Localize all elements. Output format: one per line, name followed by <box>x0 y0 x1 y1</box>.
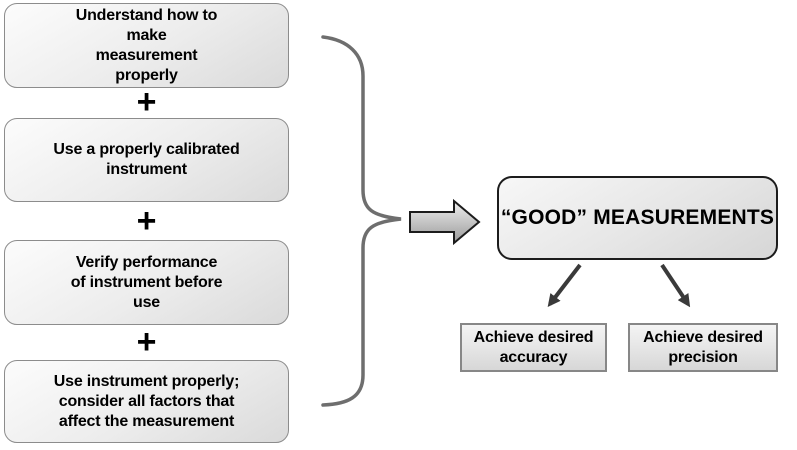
step-box-line: make <box>126 26 167 44</box>
step-box-line: use <box>133 293 160 311</box>
outcome-box-line: precision <box>668 348 738 366</box>
result-box-label: “GOOD” MEASUREMENTS <box>500 206 775 229</box>
step-box-line: Understand how to <box>75 6 218 24</box>
step-box-line: properly <box>115 66 178 84</box>
outcome-box-line: Achieve desired <box>643 328 763 346</box>
step-box-line: consider all factors that <box>58 392 235 410</box>
block-arrow-right-icon <box>409 198 481 246</box>
step-box-line: instrument <box>106 161 187 178</box>
plus-sign: + <box>136 323 157 361</box>
outcome-arrows <box>547 263 691 308</box>
plus-sign: + <box>136 202 157 240</box>
step-box-line: of instrument before <box>70 273 223 291</box>
outcome-box-line: Achieve desired <box>473 328 594 346</box>
step-box-understand: Understand how to make measurement prope… <box>4 3 289 88</box>
arrow-to-accuracy <box>547 263 582 308</box>
outcome-box-precision: Achieve desired precision <box>628 323 778 372</box>
step-box-calibrated: Use a properly calibrated instrument <box>4 118 289 202</box>
outcome-box-line: accuracy <box>499 348 568 366</box>
result-box-good-measurements: “GOOD” MEASUREMENTS <box>497 176 778 260</box>
outcome-box-accuracy: Achieve desired accuracy <box>460 323 607 372</box>
step-box-line: measurement <box>95 46 198 64</box>
plus-sign: + <box>136 83 157 121</box>
step-box-line: affect the measurement <box>58 412 235 430</box>
curly-brace-path <box>321 35 402 407</box>
step-box-verify: Verify performance of instrument before … <box>4 240 289 325</box>
step-box-use-properly: Use instrument properly; consider all fa… <box>4 360 289 443</box>
step-box-line: Use instrument properly; <box>53 372 240 390</box>
curly-brace <box>321 35 402 407</box>
block-arrow-shape <box>409 198 481 246</box>
arrow-to-precision <box>660 263 691 308</box>
step-box-line: Use a properly calibrated <box>53 141 240 158</box>
step-box-line: Verify performance <box>75 253 218 271</box>
